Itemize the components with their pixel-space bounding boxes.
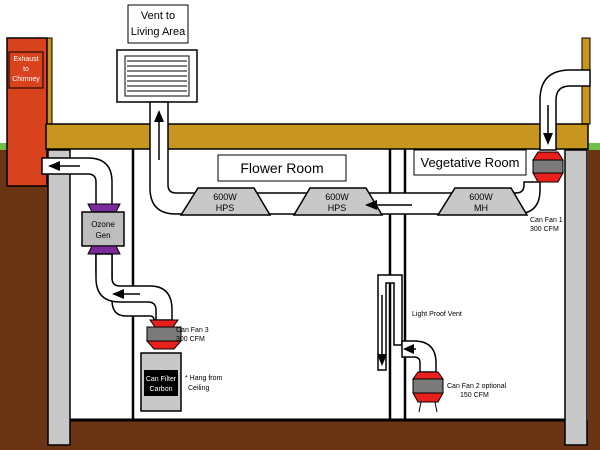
ozone-label-2: Gen — [95, 231, 110, 240]
ceiling-beam — [45, 123, 589, 150]
carbon-filter: Can Filter Carbon * Hang from Ceiling — [140, 352, 223, 412]
hang-note-1: * Hang from — [185, 375, 223, 382]
soil-floor — [48, 420, 588, 450]
light-3-label-2: MH — [474, 203, 488, 213]
light-hood-icon — [436, 187, 529, 216]
soil-right — [588, 150, 600, 450]
exhaust-label-2: to — [23, 66, 29, 73]
ozone-top-cap — [87, 203, 121, 213]
exhaust-lower-duct — [95, 253, 173, 321]
light-3-label-1: 600W — [469, 192, 493, 202]
arrow-icon — [48, 161, 60, 171]
exhaust-label-1: Exhaust — [13, 56, 38, 63]
filter-label-plate — [144, 370, 178, 396]
arrow-icon — [365, 200, 377, 210]
arrow-icon — [112, 289, 124, 299]
vent-living-label-2: Living Area — [131, 26, 186, 38]
light-1-label-1: 600W — [213, 192, 237, 202]
duct-fan2 — [401, 340, 437, 373]
wall-left — [47, 149, 71, 446]
vegetative-room-label: Vegetative Room — [420, 155, 519, 170]
light-hood-icon — [292, 187, 384, 216]
ozone-body — [81, 211, 125, 247]
vent-living-label-box — [127, 4, 189, 44]
flower-room-label-box — [217, 154, 347, 182]
chimney: Exhaust to Chimney — [6, 37, 48, 187]
can-fan-2-label-2: 150 CFM — [460, 392, 489, 399]
light-2-label-1: 600W — [325, 192, 349, 202]
wall-right — [564, 149, 588, 446]
light-trap-duct — [377, 274, 403, 371]
exhaust-label-3: Chimney — [12, 76, 40, 83]
arrow-icon — [377, 354, 387, 366]
exhaust-box — [8, 51, 44, 89]
filter-label-1: Can Filter — [146, 376, 177, 383]
arrow-icon — [154, 110, 164, 122]
vegetative-room-label-box — [413, 149, 527, 176]
fan-icon — [532, 151, 564, 183]
light-hood-2: 600W HPS — [292, 187, 384, 216]
arrow-icon — [403, 344, 414, 354]
arrow-icon — [543, 133, 553, 145]
light-hood-3: 600W MH — [436, 187, 529, 216]
can-fan-2: Can Fan 2 optional 150 CFM — [412, 371, 507, 413]
filter-label-2: Carbon — [150, 386, 173, 393]
light-proof-vent: Light Proof Vent — [377, 274, 462, 371]
light-proof-vent-label: Light Proof Vent — [412, 311, 462, 318]
intake-duct — [539, 69, 591, 151]
can-fan-1-label-2: 300 CFM — [530, 226, 559, 233]
ground — [0, 143, 600, 450]
fan-icon — [145, 319, 183, 350]
light-1-label-2: HPS — [216, 203, 235, 213]
light-hood-1: 600W HPS — [179, 187, 272, 216]
can-fan-3-label-1: Can Fan 3 — [176, 327, 209, 334]
hang-note-2: Ceiling — [188, 385, 210, 392]
can-fan-2-label-1: Can Fan 2 optional — [447, 383, 507, 390]
ozone-label-1: Ozone — [91, 220, 115, 229]
ozone-generator: Ozone Gen — [81, 203, 125, 255]
foundation-walls — [47, 149, 588, 446]
can-fan-3-label-2: 300 CFM — [176, 336, 205, 343]
grass-right — [588, 143, 600, 150]
duct-intake — [539, 69, 591, 151]
living-area-vent: Vent to Living Area — [116, 4, 198, 103]
can-fan-3: Can Fan 3 300 CFM — [145, 319, 209, 350]
can-fan-1-label-1: Can Fan 1 — [530, 217, 563, 224]
light-2-label-2: HPS — [328, 203, 347, 213]
fan-icon — [412, 371, 444, 413]
can-fan-1: Can Fan 1 300 CFM — [530, 151, 564, 233]
flower-room-label: Flower Room — [240, 160, 323, 176]
vent-grille-icon — [116, 49, 198, 103]
grass-left — [0, 143, 12, 150]
ozone-bottom-cap — [87, 245, 121, 255]
soil-left — [0, 150, 48, 450]
vent-living-label-1: Vent to — [141, 10, 175, 22]
light-hood-icon — [179, 187, 272, 216]
